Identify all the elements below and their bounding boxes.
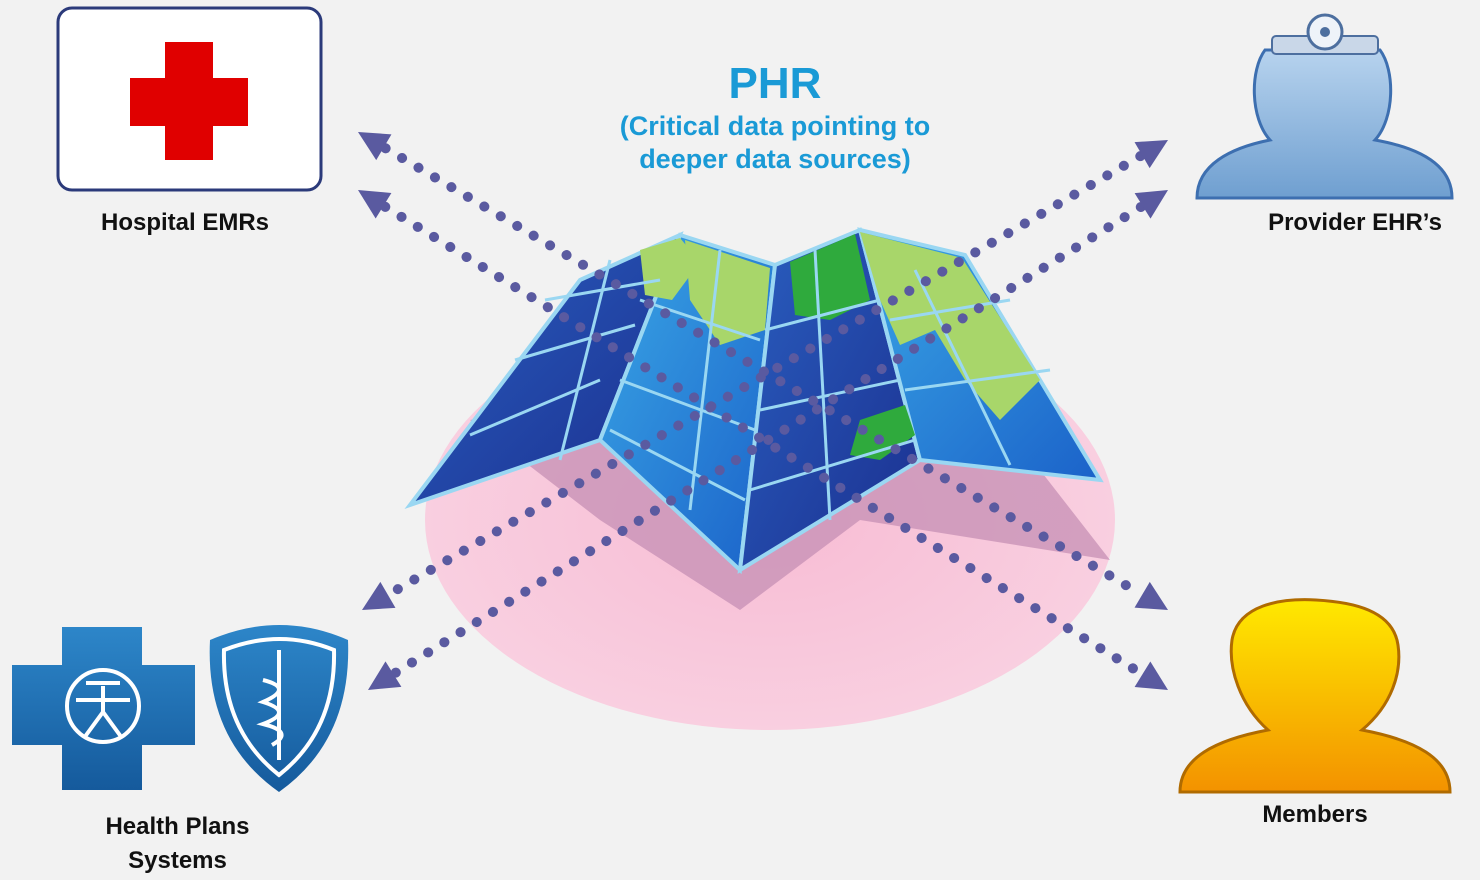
map-land-4 [790, 234, 870, 320]
phr-title-block: PHR (Critical data pointing to deeper da… [560, 58, 990, 176]
arrow-hospital-to-members-lower [358, 190, 1168, 690]
doctor-silhouette-icon [1195, 13, 1454, 200]
health-plans-label-line-1: Health Plans [105, 813, 250, 840]
phr-subtitle-line-1: (Critical data pointing to [619, 111, 931, 141]
phr-map-illustration [404, 227, 1115, 730]
data-flow-arrows [358, 132, 1168, 690]
phr-subtitle-line-2: deeper data sources) [639, 144, 911, 174]
hospital-emr-label: Hospital EMRs [100, 209, 270, 236]
map-land-2 [685, 240, 770, 345]
members-label: Members [1262, 801, 1368, 828]
person-silhouette-icon [1178, 598, 1452, 794]
arrow-provider-to-plans-upper [362, 140, 1168, 610]
health-plans-node [12, 625, 349, 792]
hospital-emr-node [56, 6, 323, 192]
arrow-hospital-to-members-upper [358, 132, 1168, 610]
provider-ehr-label: Provider EHR’s [1268, 209, 1442, 236]
blue-cross-blue-shield-icon [12, 625, 349, 792]
red-cross-icon [130, 42, 248, 160]
arrow-provider-to-plans-lower [368, 190, 1168, 690]
map-land-1 [640, 238, 700, 300]
phr-title: PHR [728, 59, 822, 108]
provider-ehr-node [1195, 13, 1454, 200]
members-node [1178, 598, 1452, 794]
health-plans-label-line-2: Systems [128, 847, 227, 874]
